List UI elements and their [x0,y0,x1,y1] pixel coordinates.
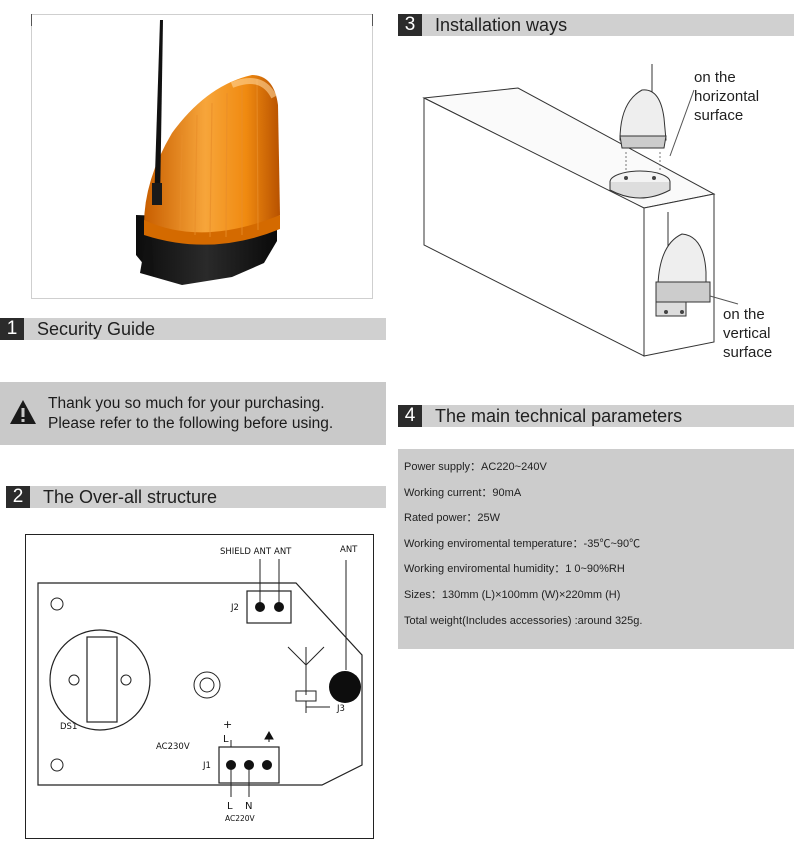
shield-ant-label: SHIELD ANT [220,547,272,557]
section-number: 1 [0,318,24,340]
parameter-item: Power supply：AC220~240V [404,461,547,473]
parameter-item: Total weight(Includes accessories) :arou… [404,614,643,627]
horizontal-label-line: surface [694,107,743,124]
technical-parameters-header: 4 The main technical parameters [398,405,794,427]
circuit-board-diagram: DS1 SHIELD ANT ANT ANT J2 J3 AC230V + L [25,534,374,839]
overall-structure-header: 2 The Over-all structure [6,486,386,508]
installation-ways-header: 3 Installation ways [398,14,794,36]
section-title: The main technical parameters [435,405,683,426]
technical-parameters-box: Power supply：AC220~240V Working current：… [398,449,794,649]
l-bottom-label: L [227,801,233,812]
j2-connector [246,590,292,624]
warning-lamp-image [136,20,280,285]
parameter-item: Working enviromental humidity：1 0~90%RH [404,563,625,576]
parameter-item: Working enviromental temperature：-35℃~90… [404,537,641,550]
installation-illustration: on the horizontal surface on the vertica… [422,64,772,361]
bell-icon [264,730,274,742]
section-title: Security Guide [37,318,156,339]
ant-label: ANT [274,547,292,557]
mounting-hole [50,758,64,772]
ac230v-label: AC230V [156,742,190,752]
parameter-item: Sizes：130mm (L)×100mm (W)×220mm (H) [404,588,621,601]
n-bottom-label: N [245,801,252,812]
board-outline [37,582,363,786]
ac220v-label: AC220V [225,814,256,823]
j1-label: J1 [202,761,211,771]
horizontal-label-line: on the [694,69,736,86]
parameter-item: Rated power：25W [404,512,500,525]
mounting-hole [50,597,64,611]
vertical-label-line: surface [723,344,772,361]
section-title: The Over-all structure [43,486,218,507]
ds1-label: DS1 [60,722,77,732]
notice-line: Thank you so much for your purchasing. [48,395,325,412]
ds1-lamp-socket [49,629,151,731]
j3-antenna-terminal [329,671,361,703]
section-title: Installation ways [435,14,568,35]
section-number: 2 [6,486,30,508]
ant-top-label: ANT [340,545,358,555]
l-top-label: L [223,734,229,745]
vertical-label-line: on the [723,306,765,323]
parameter-item: Working current：90mA [404,486,522,499]
frame-corner-mark [372,14,373,26]
plus-label: + [223,718,232,731]
section-number: 3 [398,14,422,36]
j2-label: J2 [230,603,239,613]
frame-corner-mark [31,14,32,26]
product-photo-frame [31,14,373,299]
vertical-label-line: vertical [723,325,771,342]
security-guide-header: 1 Security Guide [0,318,386,340]
horizontal-label-line: horizontal [694,88,759,105]
parameter-list: Power supply：AC220~240V Working current：… [398,449,794,634]
lamp-horizontal-mount [609,64,671,199]
section-number: 4 [398,405,422,427]
notice-text: Thank you so much for your purchasing. P… [48,394,333,434]
notice-line: Please refer to the following before usi… [48,415,334,432]
lamp-vertical-mount [655,212,711,317]
thank-you-notice: Thank you so much for your purchasing. P… [0,382,386,445]
j3-label: J3 [336,704,345,714]
warning-icon [10,400,36,424]
